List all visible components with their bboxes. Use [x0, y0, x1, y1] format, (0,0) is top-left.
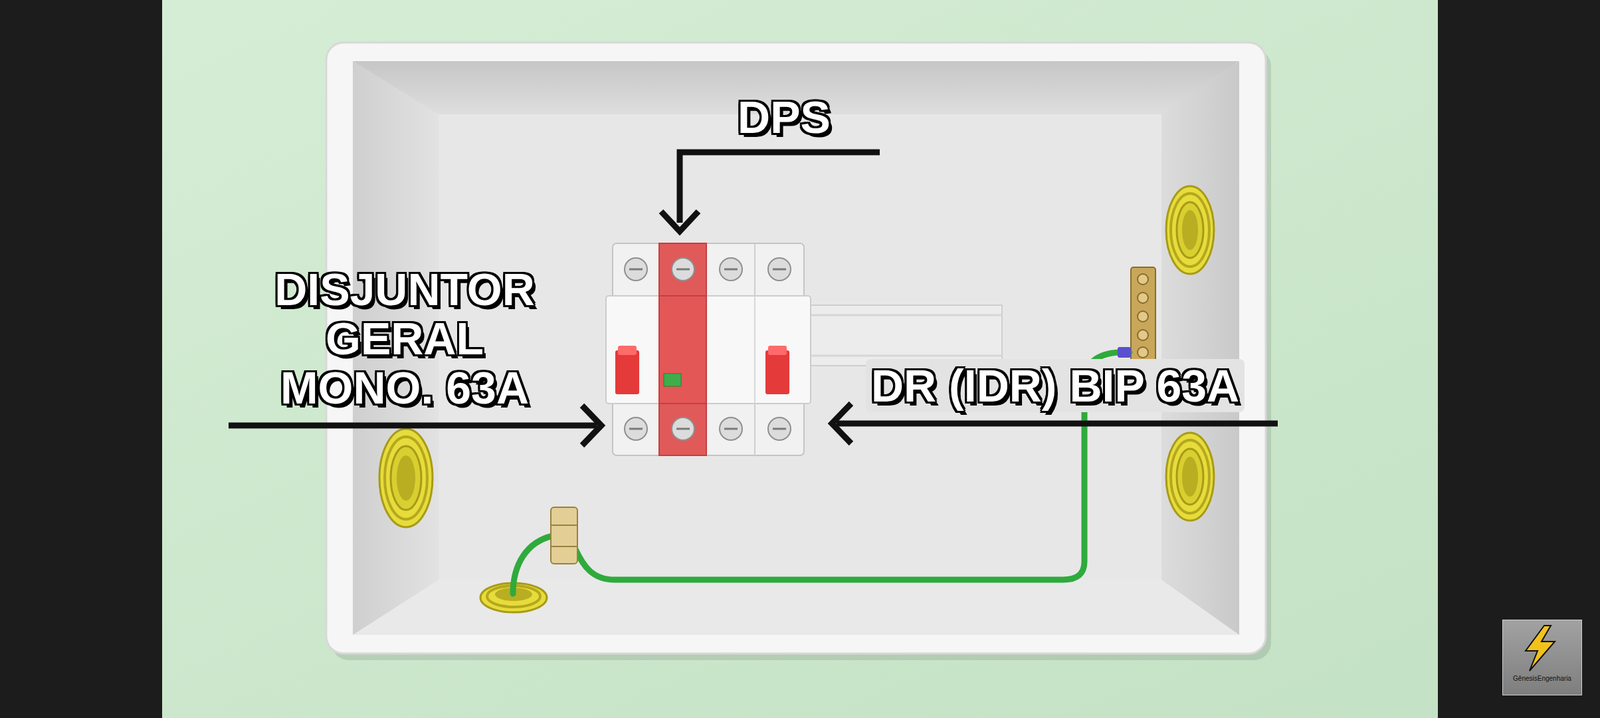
dps-front	[659, 295, 707, 404]
grommet	[1166, 432, 1214, 521]
right-wall	[1161, 61, 1240, 635]
logo-text: GênesisEngenharia	[1502, 674, 1582, 683]
wire-ferrule	[1117, 346, 1131, 358]
breaker-front	[605, 295, 811, 404]
side-bar	[0, 0, 163, 718]
ground-bar-screws	[1137, 273, 1149, 358]
pole-divider	[754, 243, 756, 456]
din-rail	[797, 304, 1002, 366]
callout-label: DR (IDR) BIP 63A	[865, 358, 1245, 412]
lever	[615, 345, 640, 395]
logo-bolt	[1502, 619, 1577, 675]
logo-box: GênesisEngenharia	[1502, 619, 1583, 696]
earth-wire	[512, 535, 553, 594]
status-window	[663, 373, 682, 387]
side-bar	[1437, 0, 1600, 718]
leader-arrow	[661, 152, 880, 232]
lightning-bolt	[1525, 625, 1555, 671]
dps-pole	[659, 243, 707, 456]
ground-bar	[1130, 267, 1156, 363]
pole-divider	[754, 295, 756, 404]
din-rail-edge	[797, 314, 1002, 317]
callout-label: DISJUNTOR GERAL MONO. 63A	[258, 264, 551, 412]
terminal-screws	[624, 257, 791, 440]
grommet	[1166, 186, 1214, 274]
callout-label: DPS	[737, 90, 831, 144]
screw-slots	[629, 269, 787, 429]
wire-connector	[550, 506, 578, 564]
enclosure-opening	[352, 61, 1240, 635]
din-rail-edge	[797, 354, 1002, 357]
lever	[765, 345, 790, 395]
back-wall	[438, 114, 1162, 580]
wire-connector-line	[550, 524, 578, 526]
wire-connector-line	[550, 545, 578, 547]
bottom-wall	[352, 579, 1240, 635]
grommet	[379, 428, 433, 527]
